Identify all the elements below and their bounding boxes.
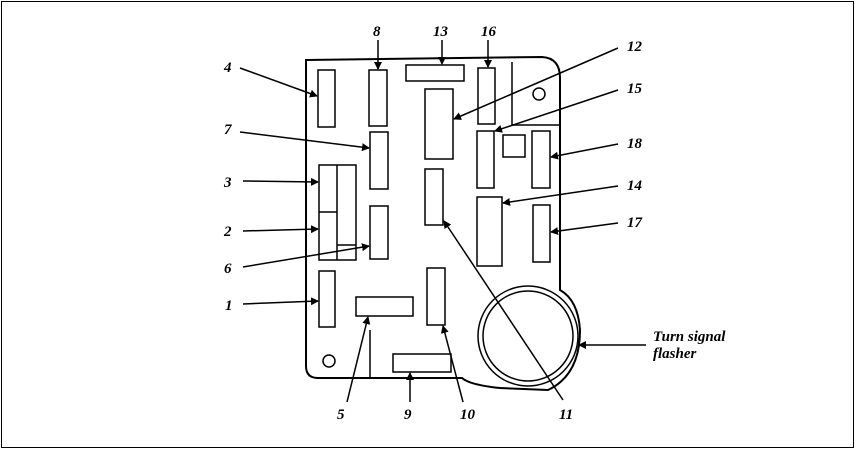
- label-6: 6: [224, 261, 232, 277]
- fuse-1: [318, 270, 336, 328]
- fuse-16: [477, 67, 496, 125]
- label-4: 4: [223, 60, 232, 76]
- label-2: 2: [223, 224, 232, 240]
- fuse-15: [476, 130, 495, 189]
- fuse-panel-outline: [305, 55, 582, 392]
- label-12: 12: [627, 39, 643, 55]
- label-9: 9: [404, 407, 412, 423]
- label-14: 14: [627, 178, 643, 194]
- fuse-17: [532, 204, 551, 263]
- label-1: 1: [225, 298, 233, 314]
- fuse-11: [424, 168, 444, 226]
- fuse-18: [531, 130, 551, 189]
- label-5: 5: [337, 407, 345, 423]
- label-15: 15: [627, 81, 643, 97]
- label-7: 7: [224, 122, 232, 138]
- label-18: 18: [627, 136, 643, 152]
- label-13: 13: [433, 24, 449, 40]
- flasher-label-line2: flasher: [653, 346, 697, 362]
- mounting-hole-top: [532, 87, 546, 101]
- label-17: 17: [627, 215, 643, 231]
- label-8: 8: [373, 24, 381, 40]
- label-16: 16: [481, 24, 497, 40]
- fuse-6: [369, 205, 389, 260]
- fuse-13: [405, 64, 465, 82]
- fuse-10: [426, 267, 446, 326]
- mounting-hole-bottom: [322, 354, 336, 368]
- label-10: 10: [460, 407, 476, 423]
- label-11: 11: [559, 407, 573, 423]
- fuse-4: [317, 69, 336, 128]
- fuse-14: [476, 196, 503, 267]
- turn-signal-flasher-outer: [477, 285, 579, 387]
- fuse-8: [368, 69, 388, 127]
- flasher-label-line1: Turn signal: [653, 329, 726, 345]
- fuse-12: [424, 88, 454, 160]
- fuse-5: [355, 296, 414, 317]
- turn-signal-flasher-inner: [482, 290, 574, 382]
- fuse-9: [392, 353, 452, 373]
- fuse-7: [369, 131, 389, 190]
- label-3: 3: [223, 175, 232, 191]
